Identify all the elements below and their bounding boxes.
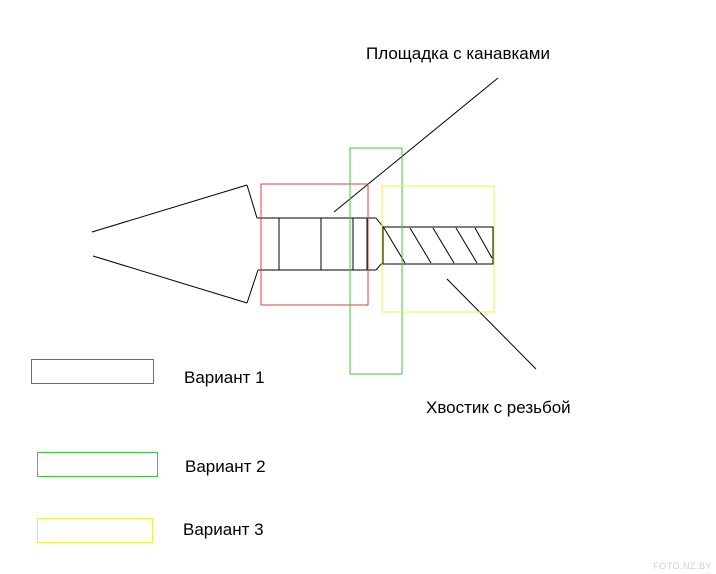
legend-swatch-variant-1 xyxy=(31,359,154,384)
legend-swatch-variant-3 xyxy=(37,518,153,543)
body-step-top xyxy=(375,217,385,229)
leader-line-threaded-tail xyxy=(446,278,537,370)
grooved-body xyxy=(257,217,385,271)
callout-threaded-tail: Хвостик с резьбой xyxy=(426,398,571,417)
cone-tip xyxy=(91,184,259,304)
cone-upper-edge xyxy=(91,184,248,233)
cone-lower-step xyxy=(246,269,259,304)
cone-upper-step xyxy=(246,184,258,219)
threaded-tail xyxy=(382,226,494,265)
thread-hatch xyxy=(409,227,432,264)
thread-hatch xyxy=(474,227,493,259)
variant-1-outline xyxy=(260,183,369,306)
variant-3-outline xyxy=(381,185,495,313)
legend-label-variant-1: Вариант 1 xyxy=(184,368,265,387)
thread-outline xyxy=(382,226,494,265)
variant-2-outline xyxy=(349,147,403,375)
legend-swatch-variant-2 xyxy=(37,452,158,477)
cone-lower-edge xyxy=(92,255,248,304)
leader-line-grooved-platform xyxy=(333,77,499,213)
watermark: FOTO.NZ.BY xyxy=(653,561,712,571)
thread-hatch xyxy=(432,227,455,264)
thread-hatch xyxy=(455,227,478,264)
callout-grooved-platform: Площадка с канавками xyxy=(366,44,550,63)
legend-label-variant-2: Вариант 2 xyxy=(185,457,266,476)
legend-label-variant-3: Вариант 3 xyxy=(183,520,264,539)
